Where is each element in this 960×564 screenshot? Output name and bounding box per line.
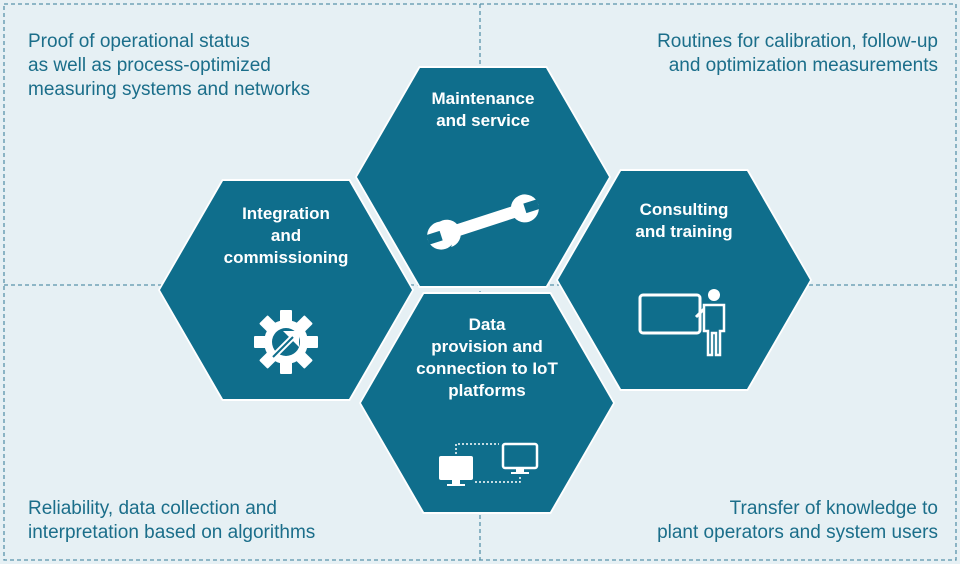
quadrant-bottom-left-text: Reliability, data collection and interpr…	[28, 498, 316, 543]
quadrant-bottom-right-text: Transfer of knowledge to plant operators…	[657, 498, 938, 543]
hexagon-integration-label: Integration and commissioning	[223, 204, 349, 267]
hexagon-consulting: Consulting and training	[556, 169, 812, 391]
presentation-board-icon	[638, 289, 726, 357]
hexagon-data-label: Data provision and connection to IoT pla…	[416, 315, 558, 400]
quadrant-top-right-text: Routines for calibration, follow-up and …	[657, 31, 938, 76]
gear-arrow-icon	[254, 310, 318, 374]
quadrant-top-left-text: Proof of operational status as well as p…	[28, 31, 310, 100]
hexagon-consulting-label: Consulting and training	[635, 200, 733, 241]
hexagon-maintenance-label: Maintenance and service	[431, 89, 535, 130]
connected-monitors-icon	[439, 442, 539, 486]
wrench-icon	[426, 194, 540, 250]
